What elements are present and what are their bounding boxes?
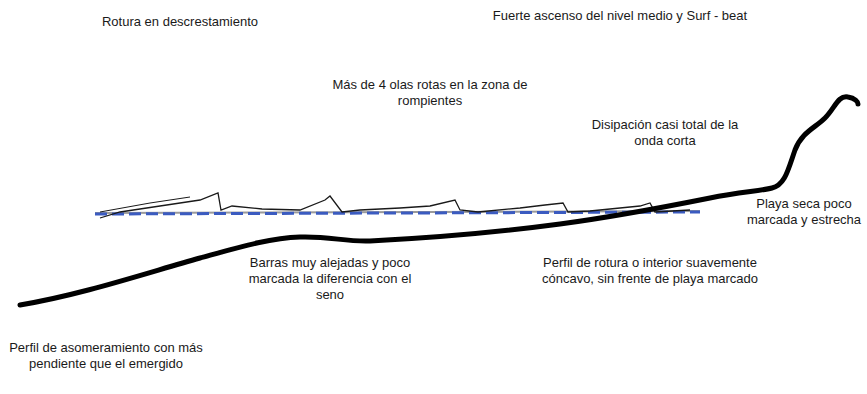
broken-waves [100,193,690,218]
annotation-label: Barras muy alejadas y poco marcada la di… [235,255,425,303]
water-level-dashed [95,212,700,214]
annotation-label: Rotura en descrestamiento [55,14,305,30]
seabed-profile [20,97,858,305]
annotation-label: Disipación casi total de la onda corta [590,117,740,149]
wave-crest [100,197,190,212]
mean-level-line [95,211,700,213]
annotation-label: Más de 4 olas rotas en la zona de rompie… [320,77,540,109]
annotation-label: Fuerte ascenso del nivel medio y Surf - … [470,8,770,24]
annotation-label: Perfil de rotura o interior suavemente c… [525,255,775,287]
annotation-label: Playa seca poco marcada y estrecha [745,196,863,228]
annotation-label: Perfil de asomeramiento con más pendient… [6,340,206,372]
